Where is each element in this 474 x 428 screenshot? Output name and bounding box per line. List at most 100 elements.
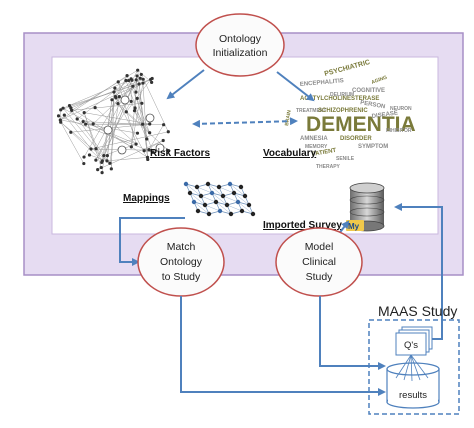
mesh-node [195,208,201,214]
maas-study-title: MAAS Study [378,303,457,319]
oval-text-line: Ontology [160,256,203,268]
graph-node [166,130,170,134]
graph-node [89,147,93,151]
graph-node [116,80,120,84]
word-cloud-word: SCHIZOPHRENIC [318,108,368,114]
graph-node [124,78,128,83]
graph-node [124,110,128,114]
graph-node [67,104,72,108]
graph-node [145,137,149,141]
word-cloud-word: DISEASE [371,110,398,120]
graph-node [133,106,137,110]
oval-text-line: Study [306,271,334,283]
graph-node [147,148,151,152]
word-cloud-word: AGING [371,75,389,86]
graph-node [161,138,165,143]
graph-node [141,81,145,85]
graph-node [108,161,112,165]
graph-node [166,149,171,153]
graph-node [87,153,92,157]
graph-node [102,153,106,158]
word-cloud-main-word: DEMENTIA [306,113,416,136]
graph-node [132,109,137,113]
match-ontology-oval: Match Ontology to Study [137,227,225,297]
mesh-node [209,190,215,196]
oval-text-line: Model [305,241,334,253]
database-icon: My [346,182,385,232]
graph-hub-node [117,145,127,155]
graph-node [135,74,139,78]
vocabulary-label: Vocabulary [263,148,317,159]
graph-node [81,119,85,124]
graph-node [151,150,155,154]
graph-node [125,74,129,78]
graph-node [61,106,65,110]
word-cloud-word: NEURON [390,106,412,112]
mesh-node [194,184,200,190]
graph-node [69,130,73,134]
graph-node [82,111,86,115]
word-cloud-word: THERAPY [316,164,341,170]
mesh-node [242,193,248,199]
risk-vocabulary-link-arrow [192,117,298,128]
graph-node [162,123,166,127]
graph-node [117,95,121,99]
graph-node [136,68,140,72]
graph-node [140,122,145,126]
graph-node [69,106,73,110]
graph-node [93,106,97,110]
graph-node [94,158,98,162]
graph-hub-node [120,95,130,105]
mesh-node [213,199,219,205]
graph-node [146,157,150,162]
graph-node [100,159,104,163]
graph-node [110,98,114,102]
graph-node [59,120,63,124]
cylinder-database-icon: results [386,354,440,409]
graph-node [141,77,145,81]
graph-node [91,122,95,126]
graph-node [138,76,142,80]
oval-text-line: to Study [162,271,201,283]
word-cloud-word: PERSON [360,100,386,110]
mesh-node [216,184,222,190]
mesh-node [227,181,233,187]
questions-to-survey-arrow [394,203,443,340]
graph-node [139,72,143,77]
word-cloud-word: SENILE [336,156,355,162]
graph-node [126,78,131,83]
document-stack-icon: Q's [395,326,433,356]
mesh-network-icon [183,181,256,217]
graph-node [113,86,117,90]
ontology-initialization-oval: Ontology Initialization [195,13,285,77]
model-clinical-oval: Model Clinical Study [275,227,363,297]
graph-node [112,90,116,94]
mesh-node [238,184,244,190]
word-cloud-word: SYMPTOM [358,144,388,150]
graph-node [129,99,133,104]
graph-node [134,90,138,94]
graph-node [82,155,86,159]
mesh-node [205,181,211,187]
oval-text-line: Ontology [219,33,262,45]
graph-node [96,168,100,172]
mesh-node [228,211,234,217]
network-graph-icon [56,68,171,175]
init-to-vocabulary-arrow [276,71,315,102]
risk-factors-label: Risk Factors [150,148,210,159]
oval-text-line: Match [167,241,196,253]
mesh-node [202,202,208,208]
word-cloud-word: PATIENT [311,148,337,158]
mesh-node [235,199,241,205]
mappings-label: Mappings [123,193,170,204]
word-cloud-word: DELIRIUM [330,92,354,98]
graph-node [94,147,98,151]
database-logo-text: My [348,222,360,231]
graph-node [59,108,63,112]
graph-hub-node [145,113,155,123]
graph-node [134,142,138,146]
graph-node [134,78,138,82]
graph-node [105,154,109,158]
mesh-node [217,208,223,214]
